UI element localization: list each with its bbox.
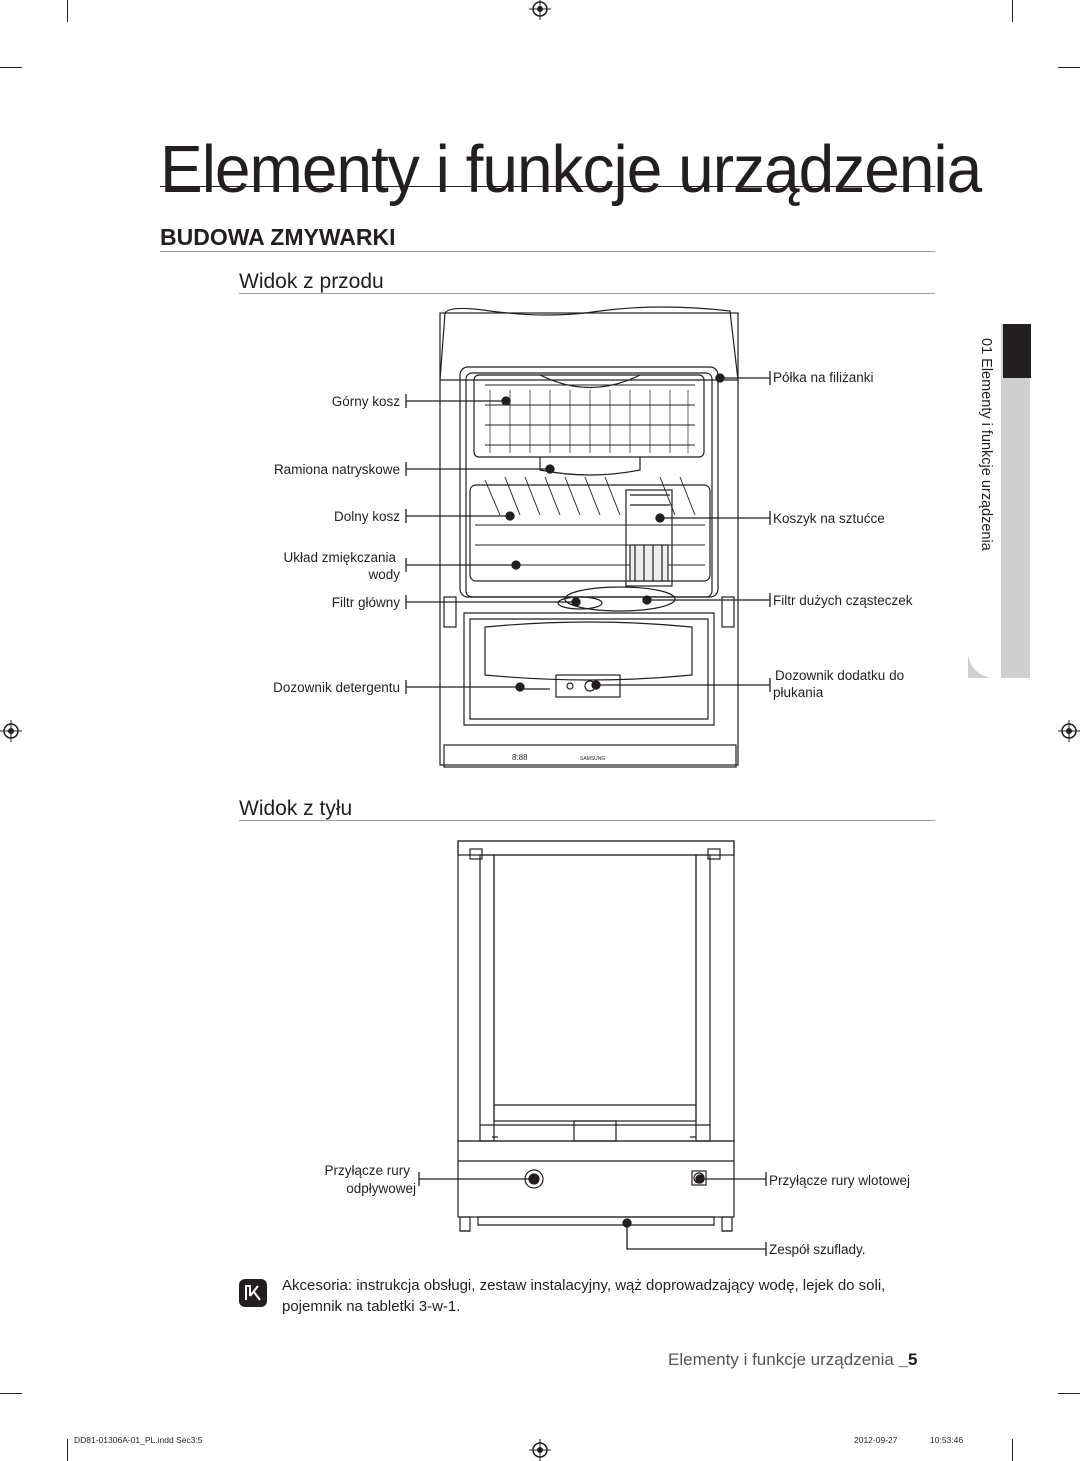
label-drain-1: Przyłącze rury	[324, 1163, 410, 1178]
slug-time: 10:53:46	[930, 1435, 964, 1445]
rear-view-heading: Widok z tyłu	[239, 797, 353, 820]
label-softener-2: wody	[368, 567, 400, 582]
side-tab-label: 01 Elementy i funkcje urządzenia	[978, 338, 994, 551]
crop-mark	[67, 1439, 68, 1461]
registration-mark-icon	[0, 720, 22, 742]
crop-mark	[1012, 0, 1013, 22]
front-view-heading: Widok z przodu	[239, 270, 384, 293]
label-cutlery: Koszyk na sztućce	[773, 511, 885, 526]
registration-mark-icon	[1058, 720, 1080, 742]
front-view-rule	[239, 293, 935, 294]
section-rule	[160, 251, 935, 252]
label-softener-1: Układ zmiękczania	[283, 550, 396, 565]
label-inlet: Przyłącze rury wlotowej	[769, 1173, 911, 1188]
crop-mark	[1012, 1439, 1013, 1461]
crop-mark	[67, 0, 68, 22]
page-title: Elementy i funkcje urządzenia	[160, 131, 982, 207]
title-rule	[160, 186, 935, 187]
registration-mark-icon	[529, 0, 551, 20]
label-main-filter: Filtr główny	[331, 595, 400, 610]
registration-mark-icon	[529, 1439, 551, 1461]
page-footer: Elementy i funkcje urządzenia _5	[668, 1350, 918, 1370]
label-lower-basket: Dolny kosz	[333, 509, 400, 524]
rear-leader-lines	[418, 1172, 767, 1256]
label-rinse-1: Dozownik dodatku do	[775, 668, 905, 683]
dishwasher-rear-diagram	[457, 840, 735, 1232]
label-upper-basket: Górny kosz	[331, 394, 400, 409]
label-coarse-filter: Filtr dużych cząsteczek	[773, 593, 913, 608]
rear-view-rule	[239, 820, 935, 821]
slug-file: DD81-01306A-01_PL.indd Sec3:5	[74, 1435, 203, 1445]
section-heading: BUDOWA ZMYWARKI	[160, 224, 396, 250]
label-cup-shelf: Półka na filiżanki	[773, 370, 874, 385]
side-tab-dark	[1003, 324, 1031, 378]
side-tab-white	[968, 324, 1001, 678]
page-number: _5	[898, 1350, 918, 1369]
slug-date: 2012-09-27	[854, 1435, 898, 1445]
footer-label: Elementy i funkcje urządzenia	[668, 1350, 894, 1369]
label-detergent: Dozownik detergentu	[273, 680, 400, 695]
panel-display: 8:88	[512, 753, 528, 762]
dishwasher-front-diagram: SAMSUNG 8:88	[439, 306, 739, 768]
label-drain-2: odpływowej	[346, 1181, 416, 1196]
label-spray-arms: Ramiona natryskowe	[273, 462, 400, 477]
crop-mark	[1058, 67, 1080, 68]
crop-mark	[0, 1393, 22, 1394]
panel-brand: SAMSUNG	[580, 756, 605, 762]
accessories-note: Akcesoria: instrukcja obsługi, zestaw in…	[282, 1277, 886, 1315]
label-drawer: Zespół szuflady.	[769, 1242, 866, 1257]
crop-mark	[0, 67, 22, 68]
crop-mark	[1058, 1393, 1080, 1394]
front-leader-lines	[405, 371, 771, 694]
note-icon	[239, 1279, 267, 1307]
label-rinse-2: płukania	[773, 685, 824, 700]
